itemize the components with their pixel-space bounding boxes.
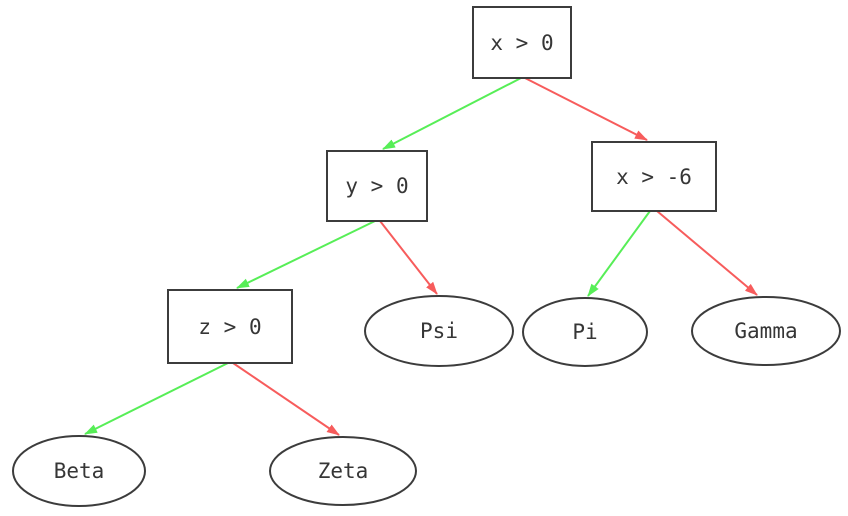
node-box	[591, 141, 717, 212]
tree-edges	[84, 77, 758, 436]
node-label: Zeta	[318, 459, 369, 483]
leaf-ellipse	[691, 296, 841, 366]
leaf-zeta: Zeta	[269, 436, 417, 506]
edge-root-to-x-neg6-check-false	[524, 77, 648, 141]
edge-y-check-to-psi-false	[379, 220, 438, 295]
leaf-ellipse	[269, 436, 417, 506]
leaf-gamma: Gamma	[691, 296, 841, 366]
node-label: Pi	[572, 320, 597, 344]
node-z-gt-0: z > 0	[167, 289, 293, 364]
node-box	[472, 6, 572, 79]
node-box	[167, 289, 293, 364]
leaf-ellipse	[12, 435, 146, 507]
node-label: x > -6	[616, 165, 692, 189]
leaf-psi: Psi	[364, 295, 514, 367]
edge-x-neg6-check-to-gamma-false	[656, 210, 758, 296]
edge-root-to-y-check-true	[382, 77, 522, 150]
node-x-gt-neg6: x > -6	[591, 141, 717, 212]
node-label: Beta	[54, 459, 105, 483]
node-label: Gamma	[734, 319, 797, 343]
edge-x-neg6-check-to-pi-true	[587, 210, 651, 297]
node-label: z > 0	[198, 315, 261, 339]
edge-y-check-to-z-check-true	[236, 220, 376, 289]
node-root-x-gt-0: x > 0	[472, 6, 572, 79]
node-box	[326, 150, 428, 222]
node-label: x > 0	[490, 31, 553, 55]
leaf-ellipse	[522, 297, 648, 367]
leaf-pi: Pi	[522, 297, 648, 367]
node-label: y > 0	[345, 174, 408, 198]
leaf-ellipse	[364, 295, 514, 367]
node-y-gt-0: y > 0	[326, 150, 428, 222]
node-label: Psi	[420, 319, 458, 343]
edge-z-check-to-zeta-false	[232, 362, 340, 436]
edge-z-check-to-beta-true	[84, 362, 229, 435]
leaf-beta: Beta	[12, 435, 146, 507]
